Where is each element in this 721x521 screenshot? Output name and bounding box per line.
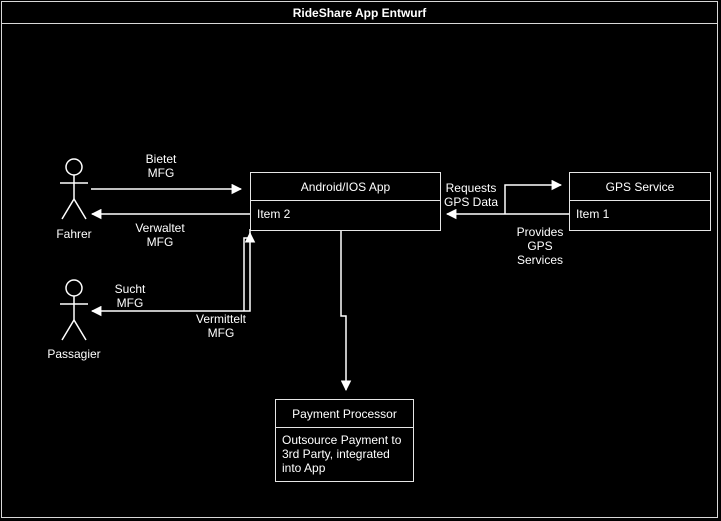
- gps-service-title: GPS Service: [570, 173, 710, 201]
- edge-vermittelt-arrow: [90, 229, 251, 317]
- edge-bietet-line-2: MFG: [147, 166, 175, 180]
- edge-sucht-line-1: Sucht: [114, 282, 146, 296]
- app-node-item: Item 2: [257, 207, 291, 221]
- edge-sucht-label: Sucht MFG: [106, 282, 154, 310]
- gps-service-item: Item 1: [576, 207, 610, 221]
- edge-verwaltet-line-1: Verwaltet: [135, 221, 185, 235]
- edge-vermittelt-line-2: MFG: [207, 326, 235, 340]
- edge-sucht-arrow: [243, 231, 256, 311]
- edge-sucht-line-2: MFG: [116, 296, 144, 310]
- edge-requests-line-2: GPS Data: [443, 195, 499, 209]
- payment-processor-title: Payment Processor: [276, 400, 413, 428]
- edge-verwaltet-label: Verwaltet MFG: [130, 221, 190, 249]
- edge-requests-line-1: Requests: [445, 181, 497, 195]
- passagier-actor-icon: [60, 279, 88, 341]
- fahrer-actor-icon: [60, 158, 88, 220]
- payment-processor-description: Outsource Payment to 3rd Party, integrat…: [282, 433, 402, 475]
- gps-service-node[interactable]: GPS Service Item 1: [569, 172, 711, 231]
- edge-bietet-label: Bietet MFG: [136, 152, 186, 180]
- passagier-label: Passagier: [47, 347, 101, 361]
- app-node-title: Android/IOS App: [251, 173, 440, 201]
- edge-bietet-line-1: Bietet: [145, 152, 177, 166]
- app-node[interactable]: Android/IOS App Item 2: [250, 172, 441, 231]
- edge-provides-label: Provides GPS Services: [509, 225, 571, 267]
- edge-vermittelt-line-1: Vermittelt: [195, 312, 246, 326]
- edge-vermittelt-label: Vermittelt MFG: [190, 312, 252, 340]
- edge-verwaltet-line-2: MFG: [146, 235, 174, 249]
- edge-provides-arrow: [504, 179, 563, 214]
- edge-provides-line-2: GPS: [527, 239, 553, 253]
- edge-provides-line-3: Services: [516, 253, 563, 267]
- payment-processor-node[interactable]: Payment Processor Outsource Payment to 3…: [275, 399, 414, 482]
- edge-provides-line-1: Provides: [516, 225, 564, 239]
- edge-payment-arrow: [340, 231, 352, 392]
- edge-requests-label: Requests GPS Data: [440, 181, 502, 209]
- diagram-title: RideShare App Entwurf: [2, 2, 717, 24]
- fahrer-label: Fahrer: [56, 227, 92, 241]
